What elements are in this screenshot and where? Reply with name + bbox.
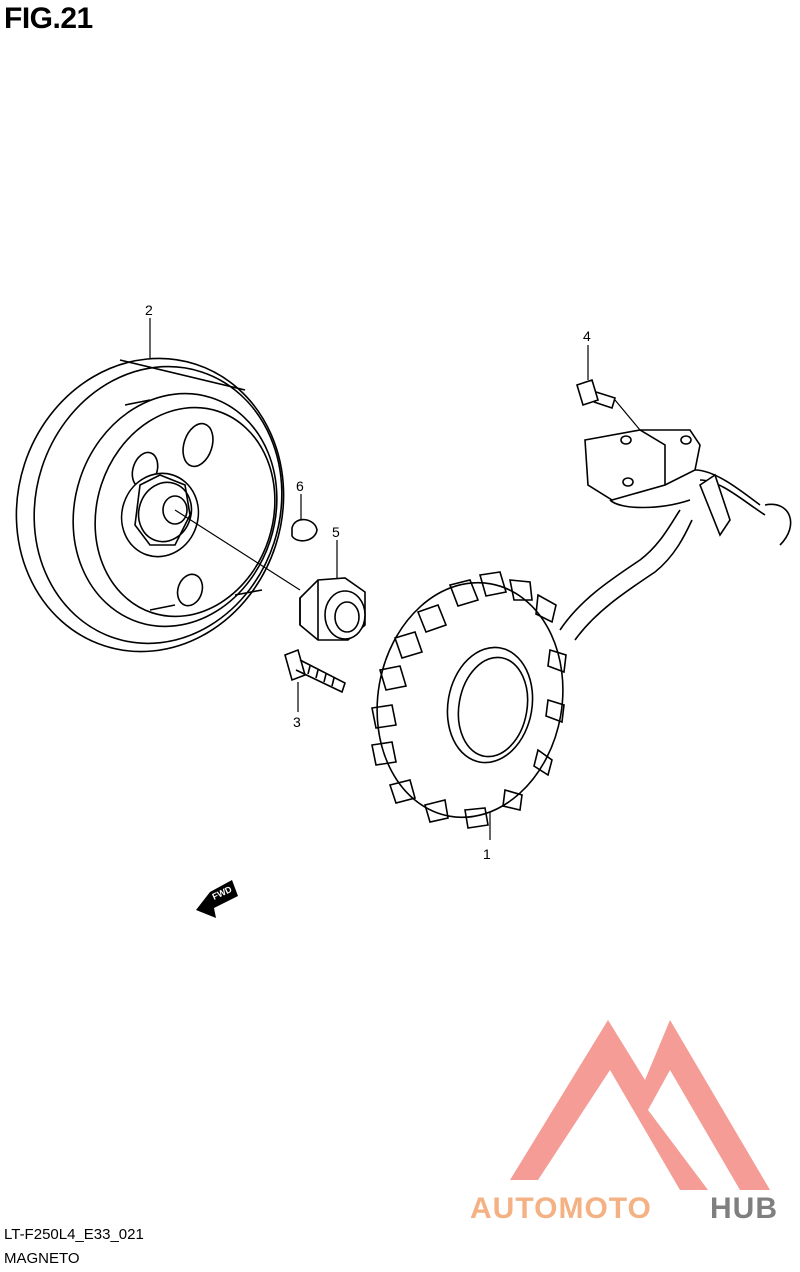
callout-2: 2 (145, 302, 153, 318)
callout-1: 1 (483, 846, 491, 862)
fwd-direction-arrow: FWD (196, 880, 238, 918)
logo-text-hub: HUB (710, 1192, 778, 1225)
nut-part-5[interactable] (299, 577, 366, 641)
stator-part-1[interactable] (359, 568, 581, 840)
key-part-6[interactable] (291, 518, 318, 542)
callout-4: 4 (583, 328, 591, 344)
screw-part-4[interactable] (576, 378, 641, 431)
figure-title: FIG.21 (4, 2, 93, 35)
rotor-part-2[interactable] (0, 323, 321, 686)
bolt-part-3[interactable] (284, 648, 346, 694)
pickup-coil-assembly[interactable] (559, 429, 792, 641)
figure-code: LT-F250L4_E33_021 (4, 1226, 144, 1243)
logo-text-automoto: AUTOMOTO (470, 1192, 652, 1225)
callout-5: 5 (332, 524, 340, 540)
callout-6: 6 (296, 478, 304, 494)
figure-name: MAGNETO (4, 1250, 80, 1267)
automotohub-logo: AUTOMOTO HUB (470, 1020, 778, 1225)
callout-3: 3 (293, 714, 301, 730)
